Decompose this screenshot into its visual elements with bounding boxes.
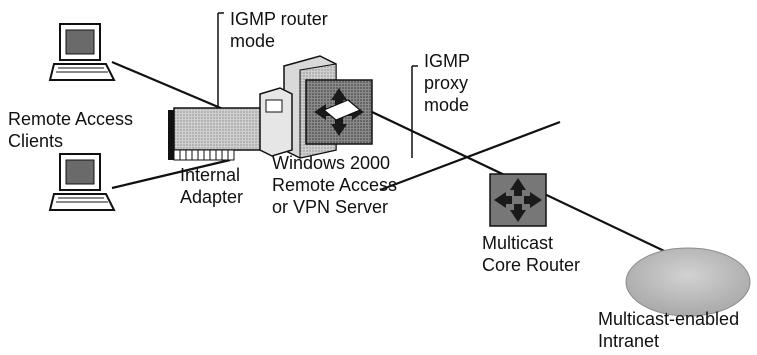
label-line: Internal bbox=[180, 165, 241, 185]
multicast-intranet-label: Multicast-enabled Intranet bbox=[598, 308, 739, 352]
label-line: Remote Access bbox=[8, 109, 134, 129]
igmp-router-mode-marker bbox=[217, 12, 224, 106]
remote-access-clients-label: Remote Access Clients bbox=[8, 108, 133, 152]
label-line: Windows 2000 bbox=[272, 153, 391, 173]
label-line: Intranet bbox=[598, 331, 660, 351]
label-line: or VPN Server bbox=[272, 197, 389, 217]
router-icon bbox=[489, 173, 547, 227]
vpn-server-label: Windows 2000 Remote Access or VPN Server bbox=[272, 152, 397, 218]
crossing-segment bbox=[379, 120, 561, 192]
label-line: IGMP bbox=[424, 51, 471, 71]
igmp-proxy-mode-marker bbox=[411, 65, 418, 158]
label-line: Clients bbox=[8, 131, 64, 151]
link-laptop-top-to-adapter bbox=[111, 60, 231, 114]
label-line: Multicast-enabled bbox=[598, 309, 740, 329]
laptop-icon bbox=[48, 23, 116, 81]
label-line: mode bbox=[230, 31, 276, 51]
igmp-proxy-mode-label: IGMP proxy mode bbox=[424, 50, 470, 116]
cloud-icon bbox=[625, 247, 751, 317]
network-adapter-icon bbox=[168, 107, 267, 161]
laptop-icon bbox=[48, 153, 116, 211]
router-icon bbox=[305, 79, 373, 145]
label-line: Adapter bbox=[180, 187, 244, 207]
label-line: mode bbox=[424, 95, 470, 115]
internal-adapter-label: Internal Adapter bbox=[180, 164, 243, 208]
multicast-core-router-label: Multicast Core Router bbox=[482, 232, 580, 276]
label-line: Core Router bbox=[482, 255, 581, 275]
igmp-router-mode-label: IGMP router mode bbox=[230, 8, 328, 52]
label-line: Multicast bbox=[482, 233, 554, 253]
label-line: IGMP router bbox=[230, 9, 328, 29]
label-line: Remote Access bbox=[272, 175, 398, 195]
label-line: proxy bbox=[424, 73, 469, 93]
link-laptop-bottom-to-adapter bbox=[111, 158, 231, 190]
